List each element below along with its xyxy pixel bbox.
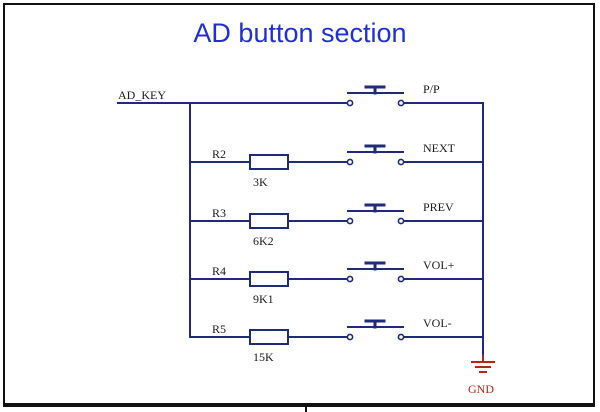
switch-contact-right	[397, 333, 405, 341]
components	[249, 85, 495, 373]
resistor-value-label: 6K2	[253, 234, 274, 248]
switch-contact-right	[397, 99, 405, 107]
switch-contact-left	[346, 99, 354, 107]
ground-label: GND	[468, 382, 494, 396]
labels: AD_KEY P/P R2 3K NEXT R3 6K2 PREV R4 9K1 VOL+ R5 15K…	[118, 82, 494, 396]
resistor-r4	[249, 271, 289, 287]
resistor-ref-label: R4	[212, 264, 226, 278]
button-label: VOL+	[423, 258, 455, 272]
resistor-value-label: 9K1	[253, 292, 274, 306]
frame-bottom-rule	[3, 405, 595, 407]
switch-contact-right	[397, 275, 405, 283]
resistor-ref-label: R3	[212, 206, 226, 220]
switch-contact-left	[346, 217, 354, 225]
button-label: NEXT	[423, 141, 456, 155]
button-label: P/P	[423, 82, 440, 96]
switch-contact-left	[346, 275, 354, 283]
resistor-r5	[249, 329, 289, 345]
switch-contact-left	[346, 158, 354, 166]
resistor-r3	[249, 213, 289, 229]
resistor-r2	[249, 154, 289, 170]
frame-border	[3, 3, 595, 405]
frame-bottom-tick	[305, 405, 307, 412]
switch-contact-right	[397, 217, 405, 225]
diagram-title: AD button section	[193, 18, 407, 48]
resistor-value-label: 15K	[253, 350, 274, 364]
button-label: VOL-	[423, 316, 452, 330]
switch-contact-left	[346, 333, 354, 341]
resistor-ref-label: R2	[212, 147, 226, 161]
resistor-value-label: 3K	[253, 175, 268, 189]
resistor-ref-label: R5	[212, 322, 226, 336]
button-label: PREV	[423, 200, 454, 214]
switch-contact-right	[397, 158, 405, 166]
ad-key-label: AD_KEY	[118, 88, 166, 102]
